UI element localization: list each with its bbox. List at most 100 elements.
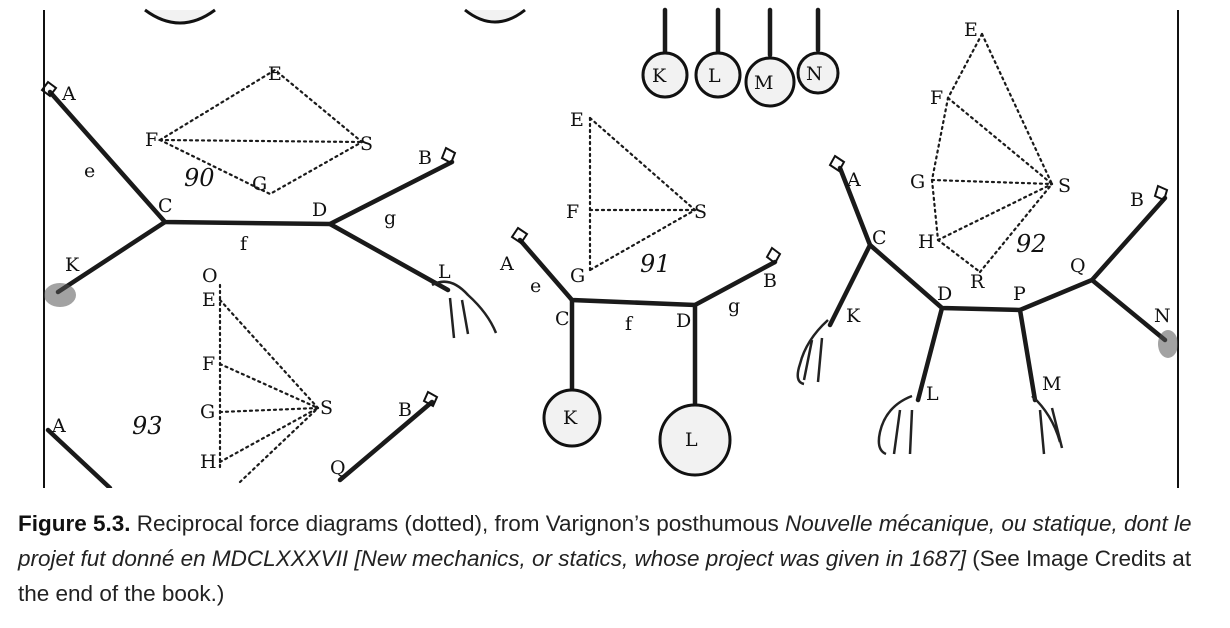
hand-92-L — [877, 394, 914, 456]
label-90-g: g — [384, 207, 396, 229]
label-91-S: S — [694, 201, 707, 223]
hand-90-L — [431, 280, 498, 339]
label-92-D: D — [937, 283, 952, 305]
hook-90-A — [40, 80, 58, 98]
rope-93-B — [337, 399, 435, 483]
rope-91-upper — [517, 237, 778, 308]
weight-top-N — [796, 51, 840, 95]
label-92-L: L — [926, 383, 939, 405]
label-92-B: B — [1130, 189, 1144, 211]
label-top-M: M — [754, 72, 773, 94]
label-92-M: M — [1042, 373, 1061, 395]
label-91-e: e — [530, 275, 541, 297]
rope-92-N — [1089, 277, 1168, 343]
diagram-90: A e C f D g B K L E F G S 90 — [40, 63, 498, 339]
force-line-92-RS — [978, 182, 1054, 274]
hand-92-M — [1031, 395, 1064, 455]
force-line-92-FS — [946, 96, 1054, 186]
weight-top-M — [744, 56, 796, 108]
diagram-number-93: 93 — [132, 412, 163, 440]
weight-top-L — [694, 51, 742, 99]
label-92-N: N — [1154, 305, 1171, 327]
label-91-g: g — [728, 295, 740, 317]
hook-91-B — [765, 246, 782, 265]
label-top-L: L — [708, 65, 721, 87]
label-91-E: E — [570, 109, 584, 131]
diagram-93: O E F G H S A B Q 93 — [45, 265, 439, 488]
varignon-force-diagram-figure: A e C f D g B K L E F G S 90 K L M N — [40, 7, 1179, 488]
label-92-G: G — [910, 171, 925, 193]
label-90-A: A — [61, 83, 76, 105]
label-top-K: K — [652, 65, 667, 87]
rope-92-M — [1017, 307, 1038, 403]
label-91-D: D — [676, 310, 691, 332]
label-90-e: e — [84, 160, 95, 182]
label-90-L: L — [438, 261, 451, 283]
partial-weight-top-left-2 — [464, 8, 526, 24]
rope-93-A — [45, 427, 113, 488]
label-90-D: D — [312, 199, 327, 221]
label-92-E: E — [964, 19, 978, 41]
label-90-K: K — [65, 254, 80, 276]
rope-92-K — [827, 242, 873, 328]
force-polygon-90 — [157, 68, 364, 196]
force-line-92-ES — [980, 32, 1054, 186]
label-92-C: C — [872, 227, 887, 249]
diagram-91: A e C f D g B K L E F G S 91 — [499, 109, 782, 477]
diagram-number-90: 90 — [184, 164, 215, 192]
caption-text-1: Reciprocal force diagrams (dotted), from… — [130, 511, 786, 536]
figure-caption: Figure 5.3. Reciprocal force diagrams (d… — [18, 506, 1214, 611]
label-93-A: A — [51, 415, 66, 437]
caption-text-2: (See Image Credits at the end of the boo… — [18, 546, 1192, 606]
label-93-G: G — [200, 401, 215, 423]
label-93-H: H — [200, 451, 217, 473]
label-90-F: F — [145, 129, 158, 151]
label-92-S: S — [1058, 175, 1071, 197]
force-line-93-ES — [218, 298, 320, 410]
force-line-90-FS — [158, 138, 364, 144]
label-92-K: K — [846, 305, 861, 327]
label-91-K: K — [563, 407, 578, 429]
label-91-G: G — [570, 265, 585, 287]
hook-93-B — [422, 390, 439, 408]
label-90-C: C — [158, 195, 173, 217]
hand-90-K — [44, 283, 76, 307]
diagram-number-92: 92 — [1016, 230, 1047, 258]
hand-92-K — [796, 319, 829, 386]
figure-label: Figure 5.3. — [18, 511, 131, 536]
rope-90-K — [55, 219, 168, 295]
label-92-Q: Q — [1070, 255, 1086, 277]
label-93-B: B — [398, 399, 412, 421]
top-hanging-weights: K L M N — [641, 7, 840, 108]
hook-91-A — [510, 226, 529, 245]
weight-91-L — [658, 403, 732, 477]
force-line-93-GS — [218, 406, 320, 414]
engraving-illustration: A e C f D g B K L E F G S 90 K L M N — [40, 7, 1179, 488]
label-90-B: B — [418, 147, 432, 169]
label-91-B: B — [763, 270, 777, 292]
label-91-f: f — [625, 313, 634, 335]
label-91-L: L — [685, 429, 698, 451]
label-92-P: P — [1013, 283, 1026, 305]
force-line-93-FS — [218, 362, 320, 410]
force-line-93-lower — [238, 406, 320, 484]
label-92-F: F — [930, 87, 943, 109]
hand-92-N — [1158, 330, 1178, 358]
hook-90-B — [440, 146, 457, 165]
label-93-Q: Q — [330, 457, 346, 479]
force-line-92-GS — [930, 178, 1054, 186]
weight-91-K — [542, 388, 602, 448]
diagram-92: A C D P Q B N K L M E F G H R S 92 — [796, 19, 1178, 456]
diagram-number-91: 91 — [640, 250, 671, 278]
rope-92-L — [915, 305, 945, 403]
rope-90-upper — [47, 89, 455, 227]
label-93-O: O — [202, 265, 218, 287]
force-polygon-92-outer — [930, 32, 984, 274]
label-92-H: H — [918, 231, 935, 253]
label-93-F: F — [202, 353, 215, 375]
label-90-f: f — [240, 233, 249, 255]
label-92-R: R — [970, 271, 985, 293]
rope-90-L — [327, 221, 451, 293]
force-polygon-91 — [588, 116, 697, 272]
label-91-C: C — [555, 308, 570, 330]
